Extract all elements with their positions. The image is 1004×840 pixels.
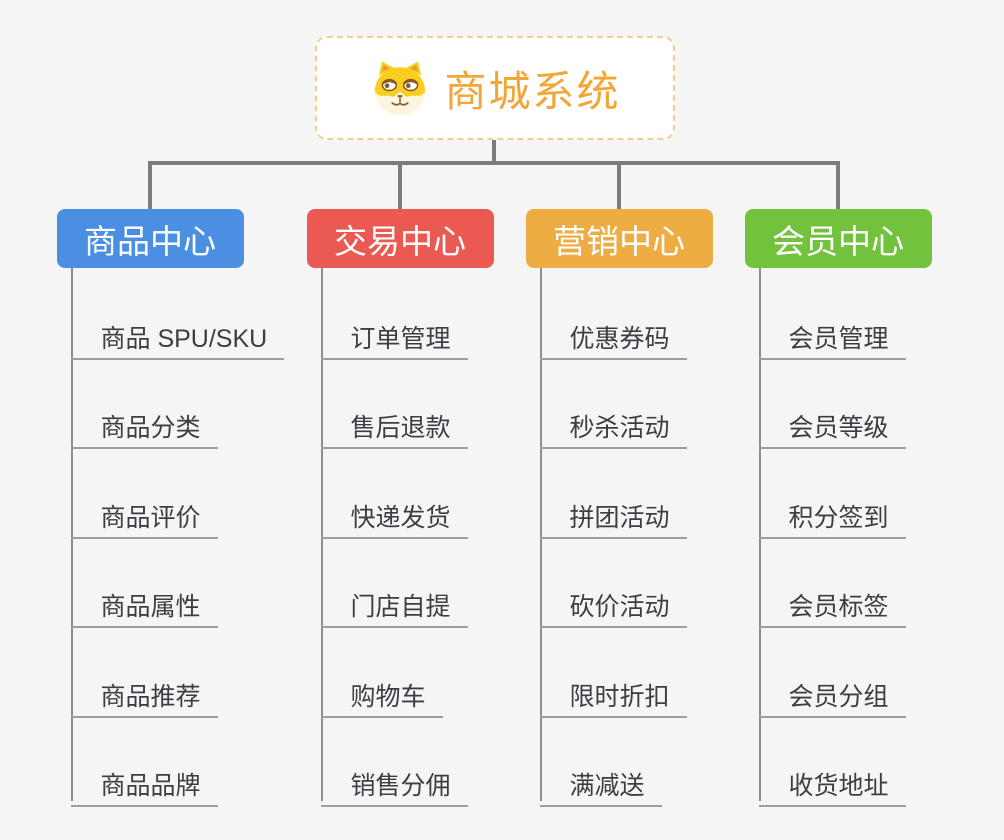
child-node-label: 拼团活动 xyxy=(569,504,670,532)
child-node-2-2[interactable]: 售后退款 xyxy=(320,399,468,449)
child-node-3-2[interactable]: 秒杀活动 xyxy=(539,399,687,449)
connector-column-line-3 xyxy=(539,268,542,801)
branch-header-3[interactable]: 营销中心 xyxy=(525,209,713,268)
child-node-2-1[interactable]: 订单管理 xyxy=(320,310,468,360)
child-node-label: 销售分佣 xyxy=(350,772,451,800)
child-node-label: 订单管理 xyxy=(350,325,451,353)
child-node-label: 商品品牌 xyxy=(100,772,201,800)
child-node-3-1[interactable]: 优惠券码 xyxy=(539,310,687,360)
child-node-label: 秒杀活动 xyxy=(569,414,670,442)
child-node-label: 会员标签 xyxy=(788,593,889,621)
branch-label: 营销中心 xyxy=(553,222,685,260)
child-node-label: 门店自提 xyxy=(350,593,451,621)
child-node-label: 商品评价 xyxy=(100,504,201,532)
child-node-label: 商品 SPU/SKU xyxy=(100,325,268,353)
connector-drop-line-2 xyxy=(398,165,402,209)
branch-label: 交易中心 xyxy=(334,222,466,260)
connector-column-line-4 xyxy=(758,268,761,801)
child-node-label: 会员等级 xyxy=(788,414,889,442)
child-node-label: 砍价活动 xyxy=(569,593,670,621)
child-node-1-2[interactable]: 商品分类 xyxy=(70,399,218,449)
child-node-label: 会员管理 xyxy=(788,325,889,353)
connector-column-line-1 xyxy=(70,268,73,801)
child-node-label: 购物车 xyxy=(350,683,426,711)
child-node-2-5[interactable]: 购物车 xyxy=(320,668,443,718)
child-node-3-6[interactable]: 满减送 xyxy=(539,757,662,807)
child-node-4-6[interactable]: 收货地址 xyxy=(758,757,906,807)
connector-drop-line-4 xyxy=(836,165,840,209)
child-node-1-4[interactable]: 商品属性 xyxy=(70,578,218,628)
shiba-dog-icon xyxy=(369,59,431,117)
child-node-2-4[interactable]: 门店自提 xyxy=(320,578,468,628)
branch-header-4[interactable]: 会员中心 xyxy=(744,209,932,268)
child-node-4-4[interactable]: 会员标签 xyxy=(758,578,906,628)
child-node-4-1[interactable]: 会员管理 xyxy=(758,310,906,360)
branch-header-1[interactable]: 商品中心 xyxy=(56,209,244,268)
branch-label: 会员中心 xyxy=(772,222,904,260)
child-node-4-2[interactable]: 会员等级 xyxy=(758,399,906,449)
child-node-1-5[interactable]: 商品推荐 xyxy=(70,668,218,718)
connector-root-stem xyxy=(492,140,496,161)
child-node-4-5[interactable]: 会员分组 xyxy=(758,668,906,718)
child-node-label: 满减送 xyxy=(569,772,645,800)
branch-label: 商品中心 xyxy=(84,222,216,260)
child-node-1-3[interactable]: 商品评价 xyxy=(70,489,218,539)
child-node-3-4[interactable]: 砍价活动 xyxy=(539,578,687,628)
child-node-4-3[interactable]: 积分签到 xyxy=(758,489,906,539)
child-node-label: 商品分类 xyxy=(100,414,201,442)
child-node-label: 商品属性 xyxy=(100,593,201,621)
child-node-label: 限时折扣 xyxy=(569,683,670,711)
child-node-label: 会员分组 xyxy=(788,683,889,711)
root-title: 商城系统 xyxy=(444,67,621,115)
root-node[interactable]: 商城系统 xyxy=(315,36,675,140)
branch-header-2[interactable]: 交易中心 xyxy=(306,209,494,268)
child-node-label: 售后退款 xyxy=(350,414,451,442)
connector-bus-line xyxy=(148,161,840,165)
connector-drop-line-3 xyxy=(617,165,621,209)
child-node-label: 收货地址 xyxy=(788,772,889,800)
child-node-3-3[interactable]: 拼团活动 xyxy=(539,489,687,539)
connector-column-line-2 xyxy=(320,268,323,801)
child-node-label: 优惠券码 xyxy=(569,325,670,353)
child-node-label: 快递发货 xyxy=(350,504,451,532)
child-node-3-5[interactable]: 限时折扣 xyxy=(539,668,687,718)
connector-drop-line-1 xyxy=(148,165,152,209)
child-node-1-6[interactable]: 商品品牌 xyxy=(70,757,218,807)
child-node-2-3[interactable]: 快递发货 xyxy=(320,489,468,539)
child-node-label: 积分签到 xyxy=(788,504,889,532)
child-node-1-1[interactable]: 商品 SPU/SKU xyxy=(70,310,285,360)
child-node-2-6[interactable]: 销售分佣 xyxy=(320,757,468,807)
child-node-label: 商品推荐 xyxy=(100,683,201,711)
